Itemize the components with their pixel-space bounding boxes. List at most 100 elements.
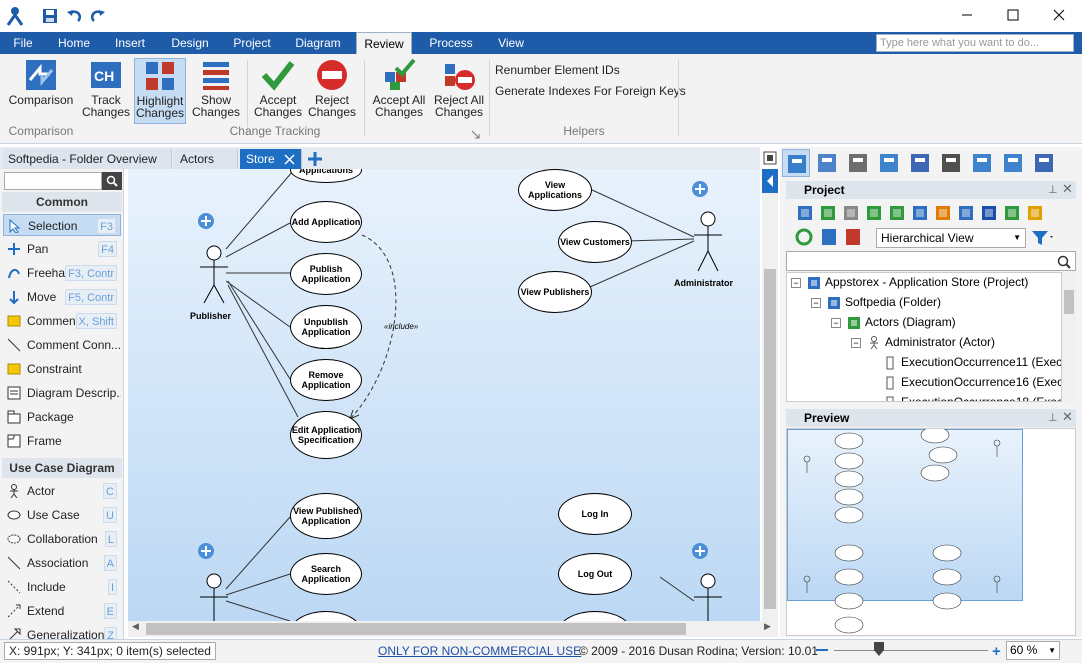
tree-item[interactable]: −Softpedia (Folder) xyxy=(811,295,941,310)
tab-diagram[interactable]: Diagram xyxy=(295,36,341,50)
select-panel-icon[interactable] xyxy=(782,149,810,177)
tree-item[interactable]: ExecutionOccurrence16 (Execu xyxy=(883,375,1061,390)
zoom-slider[interactable] xyxy=(834,650,988,651)
view-mode-select[interactable]: Hierarchical View▼ xyxy=(876,228,1026,248)
usecase-view-customers[interactable]: View Customers xyxy=(558,221,632,263)
tool-comment-conn[interactable]: Comment Conn... xyxy=(3,334,121,356)
usecase-add-application[interactable]: Add Application xyxy=(290,201,362,243)
tab-actors[interactable]: Actors xyxy=(174,149,238,169)
collapse-icon[interactable]: − xyxy=(851,337,861,348)
tab-file[interactable]: File xyxy=(13,36,33,50)
save-icon[interactable] xyxy=(40,6,60,26)
usecase-view-publishers[interactable]: View Publishers xyxy=(518,271,592,313)
renumber-ids-link[interactable]: Renumber Element IDs xyxy=(495,63,620,77)
filter-icon[interactable] xyxy=(1030,228,1056,248)
tab-store[interactable]: Store xyxy=(240,149,302,169)
close-panel-icon[interactable]: ✕ xyxy=(1062,409,1073,424)
usecase-log-in[interactable]: Log In xyxy=(558,493,632,535)
usecase-view-published-application[interactable]: View Published Application xyxy=(290,493,362,539)
panel-options-icon[interactable] xyxy=(760,147,780,169)
zoom-slider-thumb[interactable] xyxy=(874,642,884,660)
diagram-canvas[interactable]: Applications Add Application Publish App… xyxy=(128,169,760,621)
database-panel-icon[interactable] xyxy=(968,149,996,177)
add-tab-icon[interactable] xyxy=(306,150,324,168)
tab-review[interactable]: Review xyxy=(356,32,412,54)
tab-home[interactable]: Home xyxy=(57,36,90,50)
tree-scrollbar[interactable] xyxy=(1062,272,1076,402)
project-tool-icon[interactable] xyxy=(865,204,883,222)
project-tool-icon[interactable] xyxy=(888,204,906,222)
layers-panel-icon[interactable] xyxy=(1030,149,1058,177)
tree-item[interactable]: −Actors (Diagram) xyxy=(831,315,956,330)
tab-folder-overview[interactable]: Softpedia - Folder Overview xyxy=(2,149,172,169)
collapse-icon[interactable]: − xyxy=(811,297,821,308)
settings-panel-icon[interactable] xyxy=(937,149,965,177)
tree-item[interactable]: −Appstorex - Application Store (Project) xyxy=(791,275,1028,290)
canvas-horizontal-scrollbar[interactable]: ◀ ▶ xyxy=(128,621,778,637)
canvas-vertical-scrollbar[interactable]: ▲ xyxy=(762,169,778,621)
project-search-input[interactable] xyxy=(786,251,1076,271)
dialog-launcher-icon[interactable] xyxy=(471,128,480,139)
undo-icon[interactable] xyxy=(64,6,84,26)
toolbox-usecase-header[interactable]: Use Case Diagram xyxy=(2,458,122,478)
close-panel-icon[interactable]: ✕ xyxy=(1062,181,1073,196)
usecase-unpublish-application[interactable]: Unpublish Application xyxy=(290,305,362,349)
tab-project[interactable]: Project xyxy=(233,36,271,50)
tool-frame[interactable]: Frame xyxy=(3,430,121,452)
project-tool-icon[interactable] xyxy=(934,204,952,222)
command-search-input[interactable]: Type here what you want to do... xyxy=(876,34,1074,52)
project-tool-icon[interactable] xyxy=(957,204,975,222)
collapse-panel-icon[interactable] xyxy=(762,169,778,193)
usecase-search-application[interactable]: Search Application xyxy=(290,553,362,595)
usecase-remove-application[interactable]: Remove Application xyxy=(290,359,362,401)
usecase-edit-application-specification[interactable]: Edit Application Specification xyxy=(290,411,362,459)
close-tab-icon[interactable] xyxy=(284,154,295,165)
project-tool-icon[interactable] xyxy=(1003,204,1021,222)
tool-diagram-descrip[interactable]: Diagram Descrip... xyxy=(3,382,121,404)
project-tool-icon[interactable] xyxy=(911,204,929,222)
pin-icon[interactable]: ⊥ xyxy=(1048,412,1058,424)
toolbox-common-header[interactable]: Common xyxy=(2,192,122,212)
project-tool-icon[interactable] xyxy=(980,204,998,222)
minimize-button[interactable] xyxy=(944,0,990,30)
tab-view[interactable]: View xyxy=(498,36,524,50)
license-link[interactable]: ONLY FOR NON-COMMERCIAL USE xyxy=(378,644,582,658)
function-panel-icon[interactable] xyxy=(999,149,1027,177)
usecase-publish-application[interactable]: Publish Application xyxy=(290,253,362,295)
tab-design[interactable]: Design xyxy=(171,36,209,50)
generate-indexes-link[interactable]: Generate Indexes For Foreign Keys xyxy=(495,84,686,98)
search-icon[interactable] xyxy=(1057,255,1071,269)
zoom-out-icon[interactable] xyxy=(816,649,828,651)
project-tool-icon[interactable] xyxy=(819,204,837,222)
tab-insert[interactable]: Insert xyxy=(114,36,145,50)
collapse-icon[interactable]: − xyxy=(791,277,801,288)
zoom-level-select[interactable]: 60 %▼ xyxy=(1006,641,1060,660)
tab-process[interactable]: Process xyxy=(429,36,473,50)
document-panel-icon[interactable] xyxy=(844,149,872,177)
close-button[interactable] xyxy=(1036,0,1082,30)
toolbox-search-input[interactable] xyxy=(4,172,102,190)
zoom-in-icon[interactable]: + xyxy=(992,643,1001,660)
class-panel-icon[interactable] xyxy=(813,149,841,177)
usecase-log-out[interactable]: Log Out xyxy=(558,553,632,595)
model-panel-icon[interactable] xyxy=(875,149,903,177)
tree-item[interactable]: ExecutionOccurrence18 (Execu xyxy=(883,395,1061,401)
project-tool-icon[interactable] xyxy=(1026,204,1044,222)
project-tool-icon[interactable] xyxy=(796,204,814,222)
